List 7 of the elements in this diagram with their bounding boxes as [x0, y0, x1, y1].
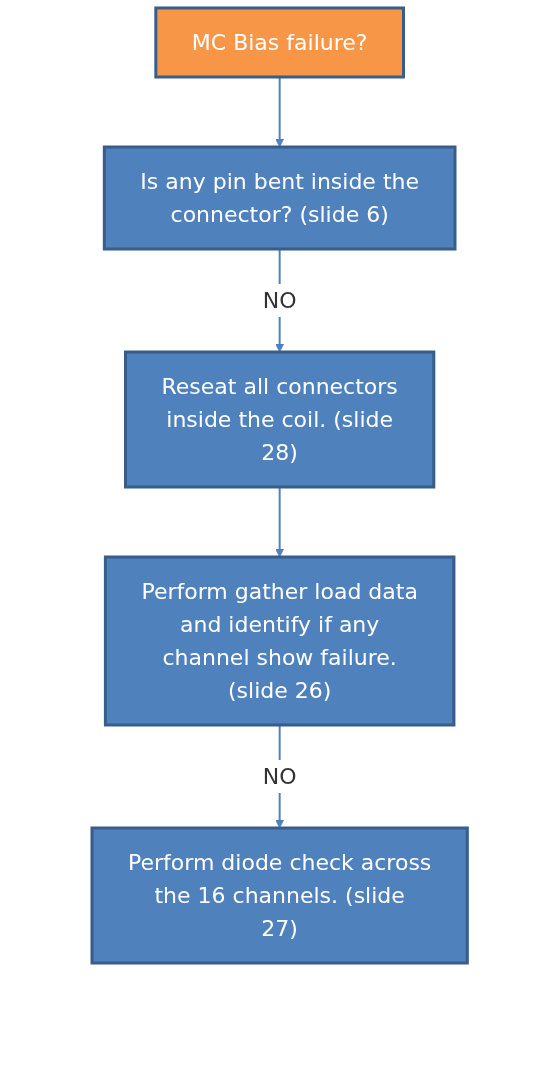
edge-label: NO	[263, 288, 297, 313]
node-box: Is any pin bent inside the connector? (slide 6)	[103, 145, 457, 251]
edge-label: NO	[263, 764, 297, 789]
node-box: Perform diode check across the 16 channels. (slide 27)	[90, 826, 470, 965]
node-box: Perform gather load data and identify if any channel show failure. (slide 26)	[104, 555, 456, 727]
node-box: Reseat all connectors inside the coil. (slide 28)	[124, 350, 436, 489]
node-box: MC Bias failure?	[154, 6, 406, 79]
